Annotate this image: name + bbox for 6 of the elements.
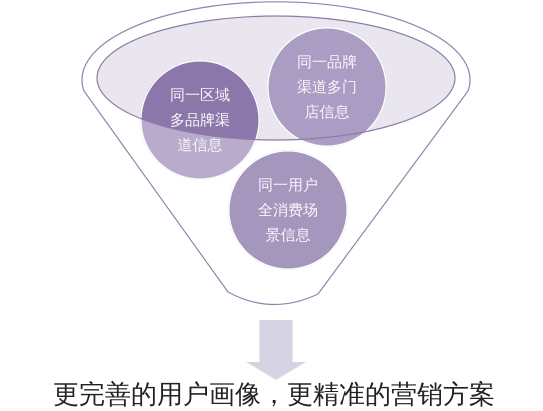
conclusion-text: 更完善的用户画像，更精准的营销方案	[53, 380, 495, 410]
circle-label: 同一品牌渠道多门店信息	[296, 52, 358, 122]
info-circle	[267, 27, 387, 147]
circle-label: 同一用户全消费场景信息	[257, 174, 319, 246]
info-circle	[228, 150, 348, 270]
circle-label: 同一区域多品牌渠道信息	[169, 84, 231, 156]
